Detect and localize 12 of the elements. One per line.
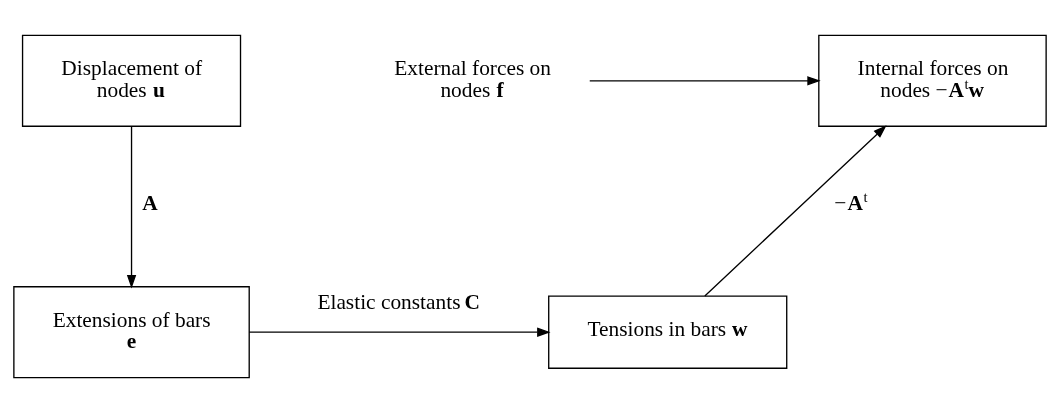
node-text: External forces on nodes f — [394, 55, 551, 102]
node-box: Internal forces on nodes −A$^{t}$w — [818, 34, 1047, 127]
node-box: Displacement of nodes u — [21, 34, 242, 127]
arrow — [589, 75, 821, 85]
arrow — [704, 124, 887, 297]
arrow — [126, 125, 137, 288]
edge-label: A — [142, 190, 158, 215]
edge-label: Elastic constants C — [317, 289, 480, 314]
arrow — [248, 327, 551, 337]
node-box: Tensions in bars w — [548, 294, 788, 369]
edge-label: −A$^{t}$ — [834, 188, 868, 215]
node-box: Extensions of bars e — [13, 285, 250, 378]
